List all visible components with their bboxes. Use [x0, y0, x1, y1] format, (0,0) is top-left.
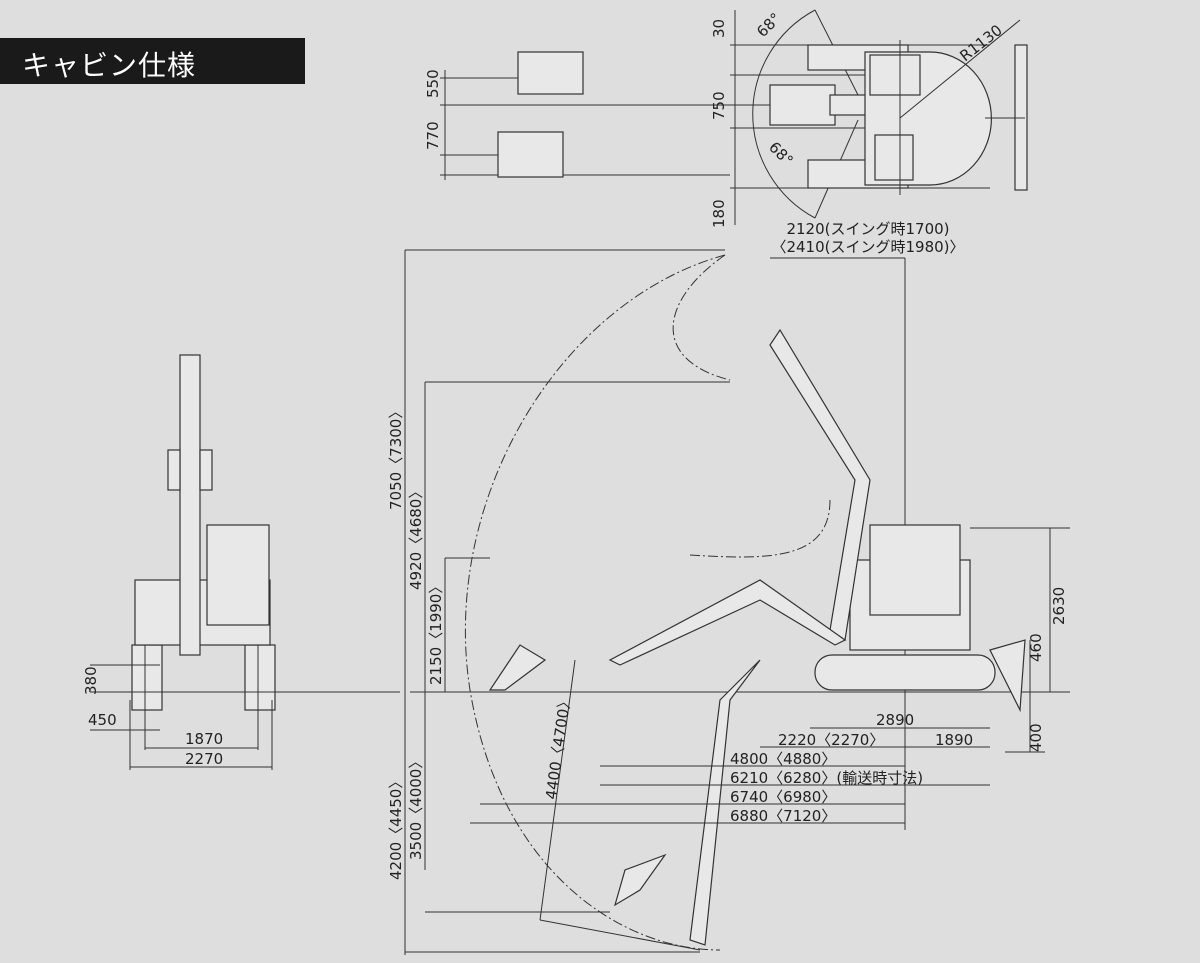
dim-550: 550	[424, 69, 442, 98]
swing-width-alt: 〈2410(スイング時1980)〉	[771, 238, 964, 256]
dim-6880: 6880〈7120〉	[730, 807, 836, 825]
front-view: 380 450 1870 2270	[82, 354, 400, 770]
dim-2220: 2220〈2270〉	[778, 731, 884, 749]
shoe-width: 450	[88, 711, 117, 729]
track-gauge: 1870	[185, 730, 223, 748]
dim-2890: 2890	[876, 711, 914, 729]
vertical-wall-digging-depth: 3500〈4000〉	[407, 754, 425, 860]
dim-6740: 6740〈6980〉	[730, 788, 836, 806]
bucket-top-1	[517, 51, 584, 95]
section-title-bar: キャビン仕様	[0, 38, 305, 84]
top-view: 30 750 180 550 770 68° 68° R1130 2120(スイ…	[424, 9, 1028, 259]
ground-clearance: 380	[82, 666, 100, 695]
cab-height: 2630	[1050, 587, 1068, 625]
overall-width: 2270	[185, 750, 223, 768]
swing-width: 2120(スイング時1700)	[786, 220, 949, 238]
swing-angle-upper: 68°	[753, 9, 785, 41]
bucket-top-2	[497, 131, 564, 178]
swing-angle-lower: 68°	[765, 138, 797, 170]
max-dump-height: 4920〈4680〉	[407, 484, 425, 590]
tail-swing-radius: R1130	[956, 21, 1005, 65]
dim-750: 750	[710, 91, 728, 120]
digging-depth-8ft: 4400〈4700〉	[542, 693, 575, 801]
side-view: 7050〈7300〉 4920〈4680〉 2150〈1990〉 4200〈44…	[387, 249, 1070, 955]
dim-1890: 1890	[935, 731, 973, 749]
section-title: キャビン仕様	[22, 49, 197, 82]
blade-depth: 400	[1027, 723, 1045, 752]
dim-770: 770	[424, 121, 442, 150]
blade-lift-height: 2150〈1990〉	[427, 579, 445, 685]
dim-4800: 4800〈4880〉	[730, 750, 836, 768]
dim-30: 30	[710, 19, 728, 38]
max-digging-depth: 4200〈4450〉	[387, 774, 405, 880]
dim-6210: 6210〈6280〉(輸送時寸法)	[730, 769, 923, 787]
blade-height: 460	[1027, 633, 1045, 662]
track	[814, 654, 996, 691]
max-height: 7050〈7300〉	[387, 404, 405, 510]
dim-180: 180	[710, 199, 728, 228]
